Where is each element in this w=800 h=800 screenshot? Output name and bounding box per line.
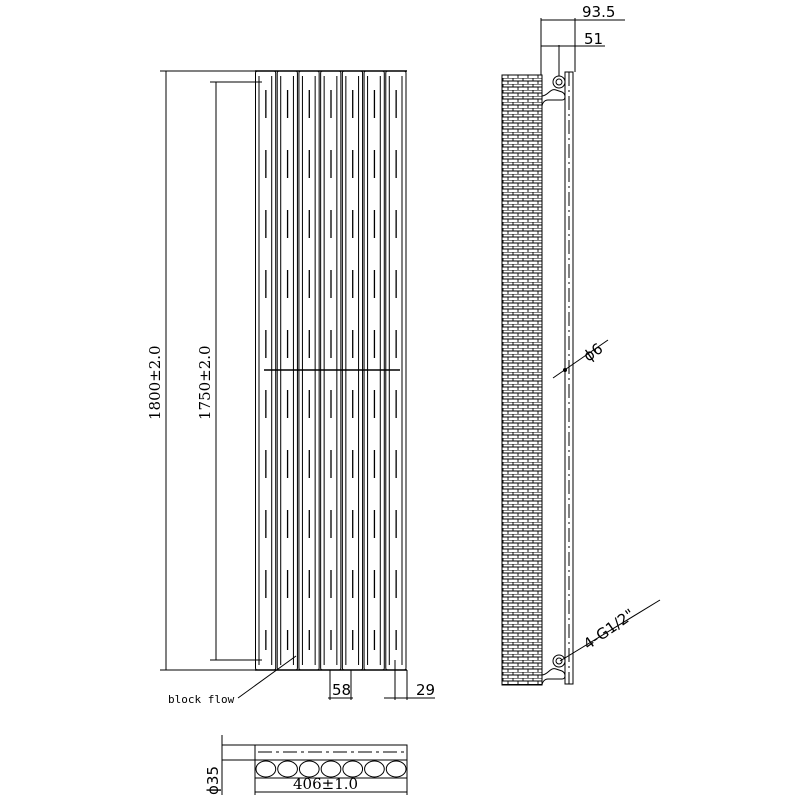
- centres-height-label: 1750±2.0: [196, 345, 214, 420]
- depth-centre-label: 51: [584, 30, 603, 48]
- end-offset-dimension: 29: [384, 660, 435, 700]
- top-view-outline: [254, 744, 408, 779]
- front-view: 1800±2.0 1750±2.0 58 29 block flow: [146, 70, 435, 706]
- tube-section-7: [385, 760, 407, 778]
- overall-height-label: 1800±2.0: [146, 345, 164, 420]
- tube-section-6: [364, 760, 385, 778]
- tube-section-1: [255, 760, 277, 778]
- tube-section-5: [342, 760, 364, 778]
- pitch-dimension: 58: [328, 670, 353, 700]
- bottom-bracket: [541, 654, 566, 686]
- tube-section-4: [320, 760, 342, 778]
- end-offset-label: 29: [416, 681, 435, 699]
- rod-callout: ϕ6: [552, 339, 609, 379]
- centres-height-dimension: 1750±2.0: [196, 81, 262, 661]
- tube-section-2: [277, 760, 298, 778]
- pitch-label: 58: [332, 681, 351, 699]
- top-bracket: [541, 75, 566, 107]
- rod-label: ϕ6: [580, 339, 606, 365]
- overall-height-dimension: 1800±2.0: [146, 70, 255, 671]
- depth-dimensions: 93.5 51: [540, 3, 625, 76]
- top-view: 406±1.0 ϕ35: [204, 735, 408, 795]
- block-flow-label: block flow: [168, 693, 235, 706]
- side-view: 93.5 51 ϕ6 4-G1/2": [501, 3, 661, 686]
- tube-section-3: [298, 760, 320, 778]
- overall-width-label: 406±1.0: [293, 775, 358, 793]
- wall-brick: [501, 74, 543, 686]
- connection-label: 4-G1/2": [580, 605, 638, 653]
- depth-total-label: 93.5: [582, 3, 615, 21]
- connection-callout: 4-G1/2": [559, 599, 661, 662]
- tube-sections: [255, 760, 407, 778]
- tube-diameter-label: ϕ35: [204, 766, 222, 795]
- block-flow-callout: block flow: [168, 655, 297, 706]
